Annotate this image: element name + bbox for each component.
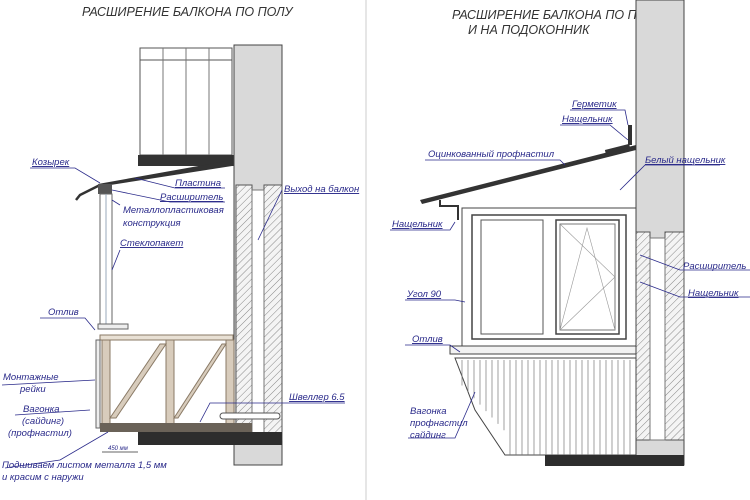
channel-profile bbox=[219, 412, 281, 420]
right-panel: РАСШИРЕНИЕ БАЛКОНА ПО ПОЛУ И НА ПОДОКОНН… bbox=[390, 0, 750, 466]
galvanized-roof bbox=[420, 145, 636, 204]
note-line-2: и красим с наружи bbox=[2, 472, 84, 483]
right-title-2: И НА ПОДОКОННИК bbox=[468, 23, 590, 37]
left-title: РАСШИРЕНИЕ БАЛКОНА ПО ПОЛУ bbox=[82, 5, 295, 19]
right-title-1: РАСШИРЕНИЕ БАЛКОНА ПО ПОЛУ bbox=[452, 8, 665, 22]
label-nashchelnik-left: Нащельник bbox=[392, 219, 443, 230]
wall-hatch bbox=[664, 231, 685, 441]
label-germetik: Герметик bbox=[572, 99, 617, 110]
label-ugol: Угол 90 bbox=[406, 289, 442, 300]
flashing bbox=[628, 125, 632, 145]
wall-hatch bbox=[635, 231, 651, 441]
cladding bbox=[454, 357, 637, 456]
label-vagonka-2: (сайдинг) bbox=[22, 416, 64, 427]
left-panel: РАСШИРЕНИЕ БАЛКОНА ПО ПОЛУ bbox=[1, 5, 360, 483]
label-belyi-nashchelnik: Белый нащельник bbox=[645, 155, 726, 166]
label-rasshiritel: Расширитель bbox=[683, 261, 746, 272]
sill bbox=[449, 345, 637, 355]
label-rasshiritel: Расширитель bbox=[160, 192, 223, 203]
label-otliv: Отлив bbox=[412, 334, 443, 345]
sill bbox=[97, 323, 129, 330]
window-frame bbox=[461, 207, 637, 347]
balcony-door bbox=[649, 237, 666, 441]
label-plastina: Пластина bbox=[175, 178, 221, 189]
label-kozyrek: Козырек bbox=[32, 157, 70, 168]
label-vagonka-1: Вагонка bbox=[23, 404, 59, 415]
label-vagonka-3: (профнастил) bbox=[8, 428, 72, 439]
label-vagonka-3: сайдинг bbox=[410, 430, 446, 441]
upper-slab bbox=[138, 155, 234, 166]
label-nashchelnik-top: Нащельник bbox=[562, 114, 613, 125]
label-otliv: Отлив bbox=[48, 307, 79, 318]
balcony-slab bbox=[138, 432, 282, 445]
wall-hatch bbox=[235, 184, 253, 441]
label-vagonka-1: Вагонка bbox=[410, 406, 446, 417]
label-metal-1: Металлопластиковая bbox=[123, 205, 224, 216]
label-vyhod: Выход на балкон bbox=[284, 184, 360, 195]
label-vagonka-2: профнастил bbox=[410, 418, 468, 429]
balcony-door bbox=[251, 189, 265, 441]
channel-beam bbox=[100, 423, 252, 432]
dimension-label: 450 мм bbox=[108, 446, 128, 452]
label-shveller: Швеллер 6.5 bbox=[289, 392, 345, 403]
label-steklopaket: Стеклопакет bbox=[120, 238, 183, 249]
upper-balcony-railing bbox=[139, 47, 233, 156]
wall-hatch bbox=[263, 184, 283, 441]
label-nashchelnik-right: Нащельник bbox=[688, 288, 739, 299]
label-profnastil: Оцинкованный профнастил bbox=[428, 149, 555, 160]
label-metal-2: конструкция bbox=[123, 218, 181, 229]
expander-block bbox=[98, 184, 112, 194]
label-reiki-2: рейки bbox=[19, 384, 46, 395]
label-reiki-1: Монтажные bbox=[3, 372, 59, 383]
balcony-slab bbox=[545, 455, 684, 466]
canopy bbox=[98, 160, 232, 186]
note-line-1: Подшиваем листом металла 1,5 мм bbox=[2, 460, 167, 471]
support-frame bbox=[95, 334, 235, 429]
